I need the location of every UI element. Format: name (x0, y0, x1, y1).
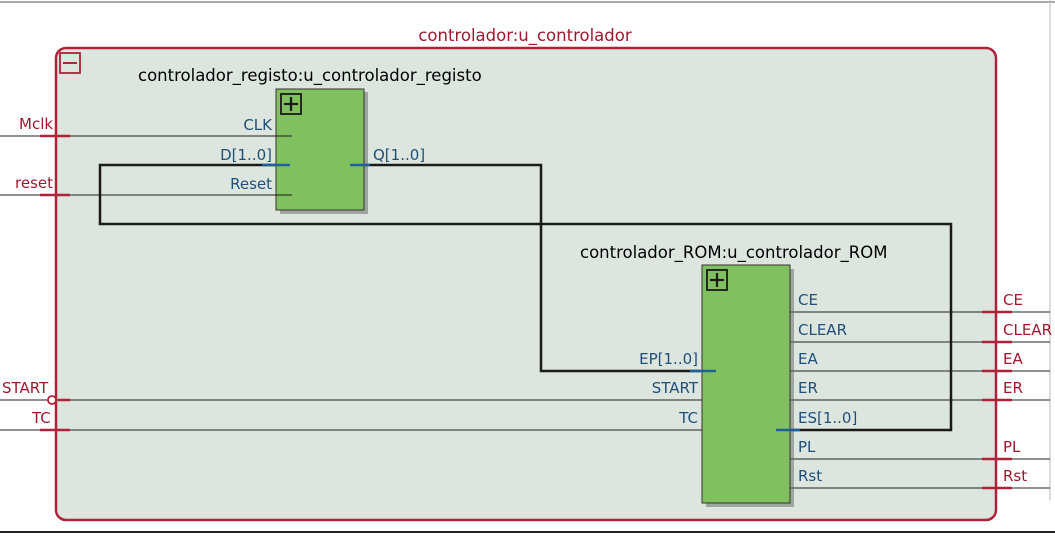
port-ea[interactable]: EA (1003, 350, 1023, 368)
registo-block-title: controlador_registo:u_controlador_regist… (138, 66, 482, 86)
rom-port-rst: Rst (798, 467, 822, 485)
bus-q-to-ep[interactable] (350, 163, 700, 373)
port-tc[interactable]: TC (31, 409, 51, 427)
rom-port-er: ER (798, 379, 818, 397)
registo-port-clk: CLK (243, 116, 273, 134)
outer-port-stubs (40, 134, 1012, 490)
port-reset[interactable]: reset (15, 174, 53, 192)
registo-port-d: D[1..0] (220, 146, 272, 164)
top-module-frame[interactable] (54, 46, 998, 522)
start-inversion-bubble (47, 395, 57, 405)
registo-port-q: Q[1..0] (373, 146, 425, 164)
port-mclk[interactable]: Mclk (19, 115, 53, 133)
rom-block-title: controlador_ROM:u_controlador_ROM (580, 243, 887, 263)
registo-port-reset: Reset (230, 175, 272, 193)
port-pl[interactable]: PL (1003, 438, 1021, 456)
expand-icon[interactable] (706, 269, 728, 291)
rom-port-ep: EP[1..0] (639, 350, 698, 368)
rom-port-start: START (652, 379, 699, 397)
rom-port-es: ES[1..0] (798, 409, 857, 427)
bus-es-to-d[interactable] (98, 163, 953, 432)
expand-icon[interactable] (280, 93, 302, 115)
port-clear[interactable]: CLEAR (1003, 321, 1052, 339)
collapse-icon[interactable] (59, 52, 81, 74)
port-rst[interactable]: Rst (1003, 467, 1027, 485)
rom-block[interactable] (701, 264, 794, 507)
port-start[interactable]: START (2, 379, 49, 397)
rom-port-tc: TC (678, 409, 698, 427)
rom-port-ce: CE (798, 291, 818, 309)
rom-port-pl: PL (798, 438, 816, 456)
rom-port-clear: CLEAR (798, 321, 847, 339)
port-ce[interactable]: CE (1003, 291, 1023, 309)
rom-port-ea: EA (798, 350, 818, 368)
port-er[interactable]: ER (1003, 379, 1023, 397)
top-module-title: controlador:u_controlador (418, 26, 632, 46)
